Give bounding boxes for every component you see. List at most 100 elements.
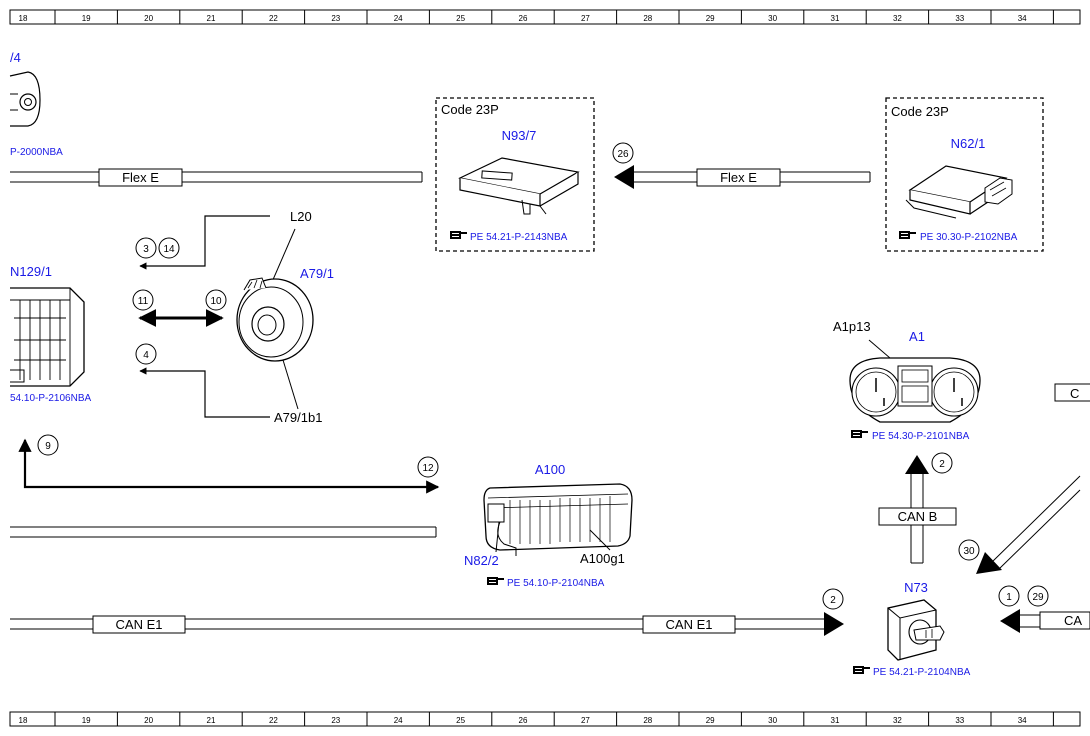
ruler-number: 27: [581, 14, 590, 23]
svg-text:9: 9: [45, 441, 51, 452]
pointing-hand-icon: [853, 666, 870, 674]
control-unit-icon: [10, 287, 85, 387]
marker-14: 14: [158, 237, 180, 259]
svg-text:1: 1: [1006, 592, 1012, 603]
component-ref: P-2000NBA: [10, 147, 63, 158]
ruler-number: 24: [394, 716, 403, 725]
component-label: /4: [10, 50, 21, 65]
n82-2-label: N82/2: [464, 553, 499, 568]
bus-label-c-right: C: [1054, 383, 1090, 402]
instrument-cluster-icon: [849, 357, 981, 423]
bus-label-can-e1: CAN E1: [666, 617, 713, 632]
bus-label-can-right: CA: [1064, 613, 1082, 628]
ruler-number: 33: [955, 14, 964, 23]
svg-text:26: 26: [617, 149, 629, 160]
ruler-number: 28: [643, 14, 652, 23]
component-top-left[interactable]: /4 P-2000NBA: [9, 50, 63, 158]
ruler-number: 31: [831, 14, 840, 23]
svg-text:29: 29: [1032, 592, 1044, 603]
marker-1: 1: [998, 585, 1020, 607]
marker-11: 11: [132, 289, 154, 311]
ruler-number: 30: [768, 716, 777, 725]
control-module-icon: [905, 165, 1013, 219]
marker-2-can-e1: 2: [822, 588, 844, 610]
svg-text:3: 3: [143, 244, 149, 255]
ruler-number: 32: [893, 716, 902, 725]
ruler-number: 28: [643, 716, 652, 725]
component-label: N129/1: [10, 264, 52, 279]
component-a79-1[interactable]: L20 A79/1 A79/1b1: [236, 209, 334, 425]
pointing-hand-icon: [899, 231, 916, 239]
component-label: A79/1: [300, 266, 334, 281]
bus-label-flex-e: Flex E: [122, 170, 159, 185]
a1p13-label: A1p13: [833, 319, 871, 334]
flex-e-line-right: Flex E: [614, 165, 871, 189]
ruler-number: 24: [394, 14, 403, 23]
airbag-module-icon: [483, 483, 633, 556]
component-n129-1[interactable]: N129/1 54.10-P-2106NBA: [10, 264, 91, 404]
marker-30: 30: [958, 539, 980, 561]
flex-e-line-left: Flex E: [10, 168, 423, 187]
ruler-number: 18: [19, 716, 28, 725]
signal-line-4: [139, 367, 270, 418]
ruler-number: 18: [19, 14, 28, 23]
ruler-number: 23: [331, 14, 340, 23]
marker-9: 9: [37, 434, 59, 456]
marker-12: 12: [417, 456, 439, 478]
component-n93-7[interactable]: Code 23P N93/7 PE 54.21-P-2143NBA: [435, 97, 595, 252]
pointing-hand-icon: [851, 430, 868, 438]
component-ref: PE 54.21-P-2143NBA: [470, 232, 568, 243]
ruler-number: 26: [519, 14, 528, 23]
svg-text:30: 30: [963, 546, 975, 557]
marker-2-can-b: 2: [931, 452, 953, 474]
ruler-number: 20: [144, 14, 153, 23]
component-ref: PE 54.21-P-2104NBA: [873, 667, 971, 678]
component-a100[interactable]: A100 N82/2 A100g1 PE 54.10-P-2104NBA: [464, 462, 633, 589]
switch-icon: [9, 71, 41, 127]
component-n73[interactable]: N73 PE 54.21-P-2104NBA: [853, 580, 971, 678]
svg-text:14: 14: [163, 244, 175, 255]
bus-line-left: [10, 526, 437, 538]
diagonal-line-30: [976, 475, 1081, 574]
signal-line-9-12: [18, 438, 440, 494]
marker-10: 10: [205, 289, 227, 311]
svg-text:11: 11: [138, 296, 149, 307]
ruler-number: 26: [519, 716, 528, 725]
component-label: N73: [904, 580, 928, 595]
control-module-icon: [458, 157, 580, 215]
code-label: Code 23P: [441, 102, 499, 117]
ruler-number: 22: [269, 716, 278, 725]
svg-text:12: 12: [422, 463, 434, 474]
component-label: A1: [909, 329, 925, 344]
ruler-number: 27: [581, 716, 590, 725]
ruler-number: 19: [82, 14, 91, 23]
ruler-number: 32: [893, 14, 902, 23]
component-label: N62/1: [951, 136, 986, 151]
signal-line-3-14: [139, 215, 270, 270]
ruler-number: 30: [768, 14, 777, 23]
bus-label-flex-e: Flex E: [720, 170, 757, 185]
ruler-number: 21: [207, 14, 216, 23]
rotary-sensor-icon: [236, 277, 314, 362]
marker-26: 26: [612, 142, 634, 164]
svg-text:2: 2: [830, 595, 836, 606]
ruler-number: 34: [1018, 14, 1027, 23]
bus-label-can-b: CAN B: [898, 509, 938, 524]
svg-text:C: C: [1070, 386, 1079, 401]
ruler-number: 33: [955, 716, 964, 725]
b1-label: A79/1b1: [274, 410, 322, 425]
ruler-number: 31: [831, 716, 840, 725]
ruler-number: 29: [706, 14, 715, 23]
component-ref: PE 54.10-P-2104NBA: [507, 578, 605, 589]
can-e1-line: CAN E1 CAN E1: [10, 612, 844, 636]
l20-label: L20: [290, 209, 312, 224]
component-a1[interactable]: A1p13 A1 PE 54.30-P-2101NBA: [833, 319, 981, 442]
can-line-right: CA: [1000, 609, 1090, 633]
ruler-number: 34: [1018, 716, 1027, 725]
ruler-number: 22: [269, 14, 278, 23]
svg-text:2: 2: [939, 459, 945, 470]
component-n62-1[interactable]: Code 23P N62/1 PE 30.30-P-2102NBA: [885, 97, 1044, 252]
ruler-number: 19: [82, 716, 91, 725]
